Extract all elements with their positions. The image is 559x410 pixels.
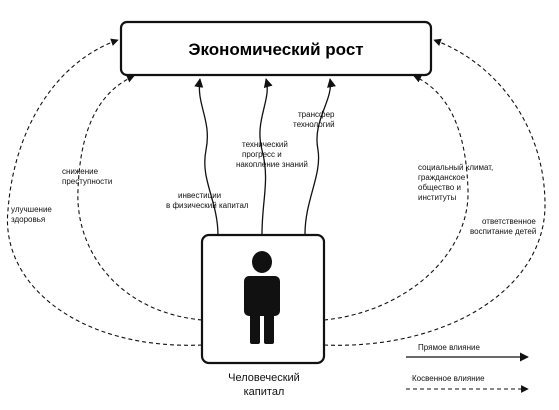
arrow-crime xyxy=(77,75,203,321)
human-capital-label-line-2: капитал xyxy=(244,386,285,398)
label-crime-1: снижение xyxy=(62,167,99,176)
label-social-3: общество и xyxy=(418,183,461,192)
economic-growth-title: Экономический рост xyxy=(188,40,363,59)
label-crime-2: преступности xyxy=(62,177,112,186)
economic-growth-box: Экономический рост xyxy=(119,20,433,77)
arrow-children xyxy=(323,38,546,346)
person-silhouette-icon xyxy=(244,251,280,344)
human-capital-box xyxy=(200,233,326,365)
legend-direct-label: Прямое влияние xyxy=(418,343,480,352)
label-health-1: улучшение xyxy=(11,205,52,214)
human-capital-label-line-1: Человеческий xyxy=(228,372,300,384)
label-children-2: воспитание детей xyxy=(470,227,536,236)
label-tech-progress-2: прогресс и xyxy=(242,150,282,159)
label-children-1: ответственное xyxy=(482,217,536,226)
label-social-4: институты xyxy=(418,193,456,202)
arrow-tech-progress xyxy=(259,78,273,235)
label-tech-transfer-1: трансфер xyxy=(298,110,335,119)
arrow-social xyxy=(323,75,469,321)
arrow-health xyxy=(6,38,203,346)
label-tech-progress-1: технический xyxy=(242,140,288,149)
arrow-tech-transfer xyxy=(304,78,336,235)
arrow-investment xyxy=(194,78,219,237)
legend: Прямое влияние Косвенное влияние xyxy=(406,343,529,393)
label-investment-2: в физический капитал xyxy=(166,201,249,210)
label-health-2: здоровья xyxy=(11,215,45,224)
label-tech-transfer-2: технологий xyxy=(293,120,335,129)
label-investment-1: инвестиции xyxy=(178,191,221,200)
label-tech-progress-3: накопление знаний xyxy=(236,160,308,169)
label-social-2: гражданское xyxy=(418,173,466,182)
legend-indirect-label: Косвенное влияние xyxy=(412,374,485,383)
label-social-1: социальный климат, xyxy=(418,163,493,172)
